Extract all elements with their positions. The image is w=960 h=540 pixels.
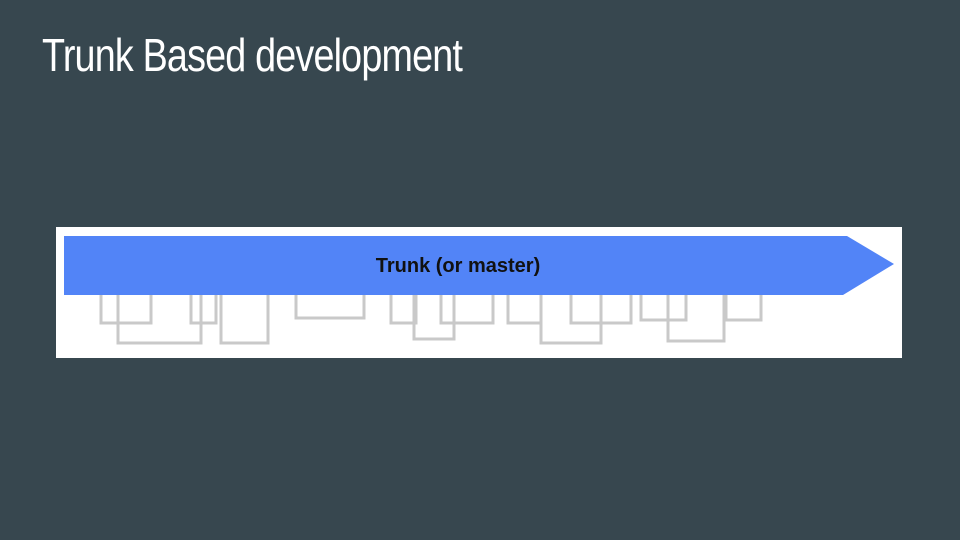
branch-6 [506,293,543,325]
branch-1 [99,293,153,325]
slide-title: Trunk Based development [42,29,463,81]
branch-10 [116,293,203,345]
feature-branches [99,293,763,345]
trunk-diagram: Trunk (or master) [56,227,902,358]
branch-11 [219,293,270,345]
trunk-arrow [64,236,894,295]
trunk-diagram-svg: Trunk (or master) [64,236,894,345]
branch-2 [189,293,218,325]
branch-4 [389,293,418,325]
branch-14 [666,293,726,343]
branch-5 [439,293,495,325]
branch-13 [539,293,603,345]
branch-3 [294,293,366,320]
branch-12 [412,293,456,341]
branch-9 [724,293,763,322]
branch-8 [639,293,688,322]
trunk-label: Trunk (or master) [376,255,540,277]
